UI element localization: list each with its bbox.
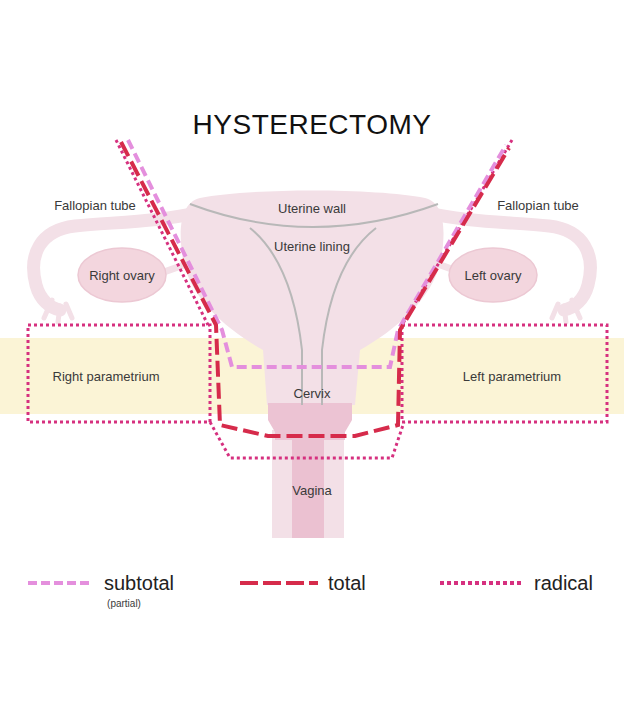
radical-sample [440, 581, 523, 585]
part-label: Uterine lining [274, 239, 350, 254]
fimbriae [44, 300, 72, 322]
fallopian-tube [424, 212, 590, 310]
node-label: Right ovary [89, 268, 155, 283]
ovary-ellipse [78, 248, 166, 302]
legend-label: radical [534, 572, 593, 595]
fimbriae [552, 300, 580, 322]
part-label: Fallopian tube [54, 198, 136, 213]
part-label: Fallopian tube [497, 198, 579, 213]
subtotal-cut [128, 140, 506, 367]
part-label: Vagina [292, 483, 332, 498]
part-label: Uterine wall [278, 201, 346, 216]
subtotal-sample [28, 581, 90, 585]
part-label: Cervix [294, 386, 331, 401]
node-label: Left parametrium [463, 369, 561, 384]
parametrium-band: Right parametrium [0, 338, 212, 414]
part-label: (partial) [107, 598, 141, 609]
ovary-shape: Left ovary [448, 247, 538, 303]
legend-label: total [328, 572, 366, 595]
right-tube-group [424, 212, 590, 322]
fallopian-tube [34, 212, 200, 310]
ovary-ellipse [449, 248, 537, 302]
parametrium-band: Left parametrium [400, 338, 624, 414]
node-label: Left ovary [464, 268, 521, 283]
node-label: Right parametrium [53, 369, 160, 384]
diagram-title: HYSTERECTOMY [193, 109, 432, 141]
subtotal-line [128, 140, 506, 367]
ovary-shape: Right ovary [77, 247, 167, 303]
lining-line [250, 228, 302, 405]
vagina-wall [272, 430, 344, 538]
left-tube-group [34, 212, 200, 322]
lining-line [322, 228, 376, 405]
total-sample [240, 581, 318, 585]
legend-label: subtotal [104, 572, 174, 595]
radical-line [210, 422, 404, 458]
cervix-tip [268, 403, 352, 440]
